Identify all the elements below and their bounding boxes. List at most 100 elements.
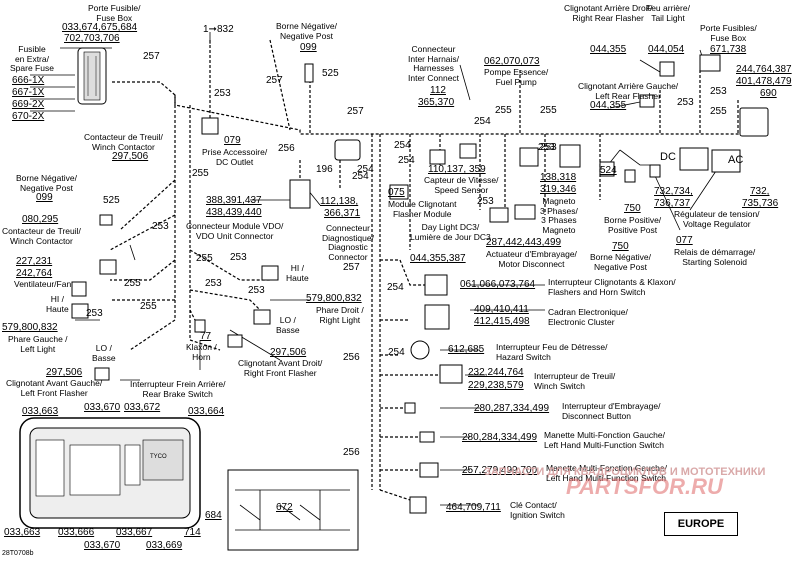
fuse-box-left-top [77,47,107,105]
label-flasher-klaxon: Interrupteur Clignotants & Klaxon/ Flash… [548,277,676,297]
label-fuel-pump: Pompe Essence/ Fuel Pump [484,67,549,87]
label-horn-num: 77 [200,331,212,342]
relay-inset [227,469,359,551]
label-fb-033-663b: 033,663 [4,527,41,538]
label-winch-switch-nums-a: 232,244,764 [468,367,524,378]
label-harness-nums-a: 112 [430,85,446,96]
label-lh-multi2: Manette Multi-Fonction Gauche/ Left Hand… [546,463,667,483]
harness-main-trunk [109,39,740,490]
label-cluster: Cadran Electronique/ Electronic Cluster [548,307,628,327]
label-fuse-box-right: Porte Fusibles/ Fuse Box [700,23,757,43]
label-rear-right-nums: 044,355 [590,44,627,55]
label-winch-contactor-left-num: 080,295 [22,214,59,225]
wire-number: 253 [248,285,265,296]
label-neg-post-top: Borne Négative/ Negative Post [276,21,337,41]
label-harness-nums-b: 365,370 [418,97,455,108]
label-fb-033-670a: 033,670 [84,402,121,413]
label-neg-post-mid: Borne Négative/ Negative Post [590,252,651,272]
wire-number: 253 [540,142,557,153]
label-magneto-nums-b: 319,346 [540,184,577,195]
wire-number: 196 [316,164,333,175]
label-hazard: Interrupteur Feu de Détresse/ Hazard Swi… [496,342,608,362]
label-left-light: Phare Gauche / Left Light [8,334,68,354]
label-rear-left-nums: 044,355 [590,100,627,111]
svg-text:TYCO: TYCO [150,454,167,460]
wire-number: 254 [394,140,411,151]
label-fuse-box-top: Porte Fusible/ Fuse Box [88,3,141,23]
wire-number: 256 [278,143,295,154]
label-pos-post: Borne Positive/ Positive Post [604,215,662,235]
harness-branches-right [379,259,440,501]
label-harness-connector: Connecteur Inter Harnais/ Harnesses Inte… [408,44,460,83]
label-winch-contactor-left: Contacteur de Treuil/ Winch Contactor [2,226,81,246]
label-reg-nums-b: 736,737 [654,198,691,209]
label-hi-right: HI / Haute [286,263,309,283]
label-tail-light-nums: 044,054 [648,44,685,55]
label-fb-033-663a: 033,663 [22,406,59,417]
label-right-light: Phare Droit / Right Light [316,305,364,325]
label-fb-033-666: 033,666 [58,527,95,538]
label-right-nums-3: 690 [760,88,777,99]
label-ac: AC [728,154,744,166]
label-fb-033-664: 033,664 [188,406,225,417]
label-fb-033-672: 033,672 [124,402,161,413]
label-speed-sensor: Capteur de Vitesse/ Speed Sensor [424,175,499,195]
label-lh-multi: Manette Multi-Fonction Gauche/ Left Hand… [544,430,665,450]
label-speed-sensor-nums: 110,137, 359 [428,164,486,175]
label-winch-switch: Interrupteur de Treuil/ Winch Switch [534,371,616,391]
wire-number: 255 [495,105,512,116]
wire-number: 255 [124,278,141,289]
label-cluster-nums-b: 412,415,498 [474,316,530,327]
label-fb-033-667: 033,667 [116,527,153,538]
label-front-left: Clignotant Avant Gauche/ Left Front Flas… [6,378,103,398]
label-starting-solenoid-num: 077 [676,235,693,246]
wire-number: 253 [230,252,247,263]
label-ref-832: 1➞832 [203,24,234,35]
label-neg-post-top-num: 099 [300,42,317,53]
label-fb-033-669: 033,669 [146,540,183,551]
label-tail-light: Feu arrière/ Tail Light [646,3,690,23]
label-fuse-box-top-nums2: 702,703,706 [64,33,120,44]
wire-number: 257 [343,262,360,273]
wire-number: 253 [214,88,231,99]
label-clutch-nums: 287,442,443,499 [486,237,562,248]
label-winch-contactor-top-num: 297,506 [112,151,149,162]
label-clutch: Actuateur d'Embrayage/ Motor Disconnect [486,249,577,269]
wire-number: 253 [710,86,727,97]
wire-number: 253 [86,308,103,319]
label-hi-left: HI / Haute [46,294,69,314]
wire-number: 253 [205,278,222,289]
wire-number: 255 [192,168,209,179]
label-spare-4: 670-2X [12,111,45,122]
label-right-nums-2: 401,478,479 [736,76,792,87]
label-ignition-nums: 464,709,711 [446,502,501,513]
label-front-right-num: 297,506 [270,347,307,358]
label-fuse-box-top-nums: 033,674,675,684 [62,22,138,33]
wire-number: 254 [398,155,415,166]
label-rear-brake: Interrupteur Frein Arrière/ Rear Brake S… [130,379,226,399]
wire-number: 256 [343,447,360,458]
label-relay-672: 672 [276,502,293,513]
wire-number: 254 [474,116,491,127]
wire-number: 254 [387,282,404,293]
label-magneto-nums-a: 138,318 [540,172,577,183]
label-daylight: Day Light DC3/ Lumière de Jour DC3 [410,222,491,242]
label-front-left-num: 297,506 [46,367,83,378]
label-regulator: Régulateur de tension/ Voltage Regulator [674,209,760,229]
wire-number: 255 [196,253,213,264]
label-neg-post-mid-num: 750 [612,241,629,252]
label-winch-contactor-top: Contacteur de Treuil/ Winch Contactor [84,132,163,152]
label-diag-nums-a: 112,138, [320,196,359,207]
label-dc-outlet-num: 079 [224,135,241,146]
region-badge: EUROPE [664,512,738,536]
label-vdo-nums-b: 438,439,440 [206,207,262,218]
wire-number: 253 [538,142,555,153]
label-spare-fuse: Fusible en Extra/ Spare Fuse [10,44,54,73]
wire-number: 257 [143,51,160,62]
wire-number: 253 [152,221,169,232]
label-vdo: Connecteur Module VDO/ VDO Unit Connecto… [186,221,284,241]
label-pos-post-num2: 750 [624,203,641,214]
wire-number: 253 [677,97,694,108]
label-pos-post-num: 524 [600,165,617,176]
label-lh-multi-nums: 280,284,334,499 [462,432,538,443]
